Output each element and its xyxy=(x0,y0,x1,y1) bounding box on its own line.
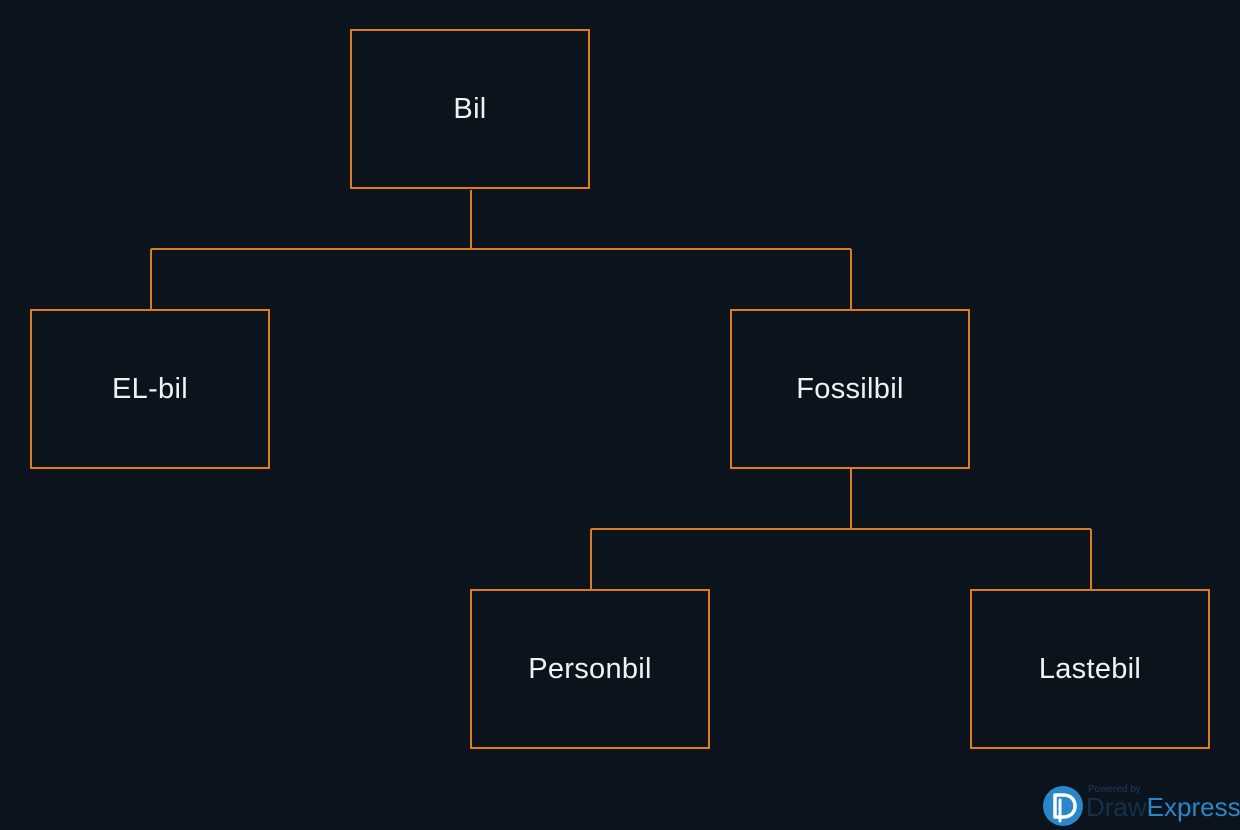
node-bil[interactable]: Bil xyxy=(350,29,590,189)
node-personbil[interactable]: Personbil xyxy=(470,589,710,749)
node-fossilbil[interactable]: Fossilbil xyxy=(730,309,970,469)
drawexpress-watermark: Powered by DrawExpress xyxy=(1042,783,1240,829)
node-label: Bil xyxy=(453,92,487,125)
watermark-powered-by: Powered by xyxy=(1088,784,1141,795)
watermark-brand-draw: Draw xyxy=(1086,792,1147,822)
node-label: Fossilbil xyxy=(796,372,904,405)
node-el-bil[interactable]: EL-bil xyxy=(30,309,270,469)
node-label: Personbil xyxy=(528,652,652,685)
node-label: Lastebil xyxy=(1038,652,1142,685)
drawexpress-logo-icon xyxy=(1043,786,1083,826)
watermark-brand-express: Express xyxy=(1146,792,1240,822)
node-label: EL-bil xyxy=(112,372,188,405)
node-lastebil[interactable]: Lastebil xyxy=(970,589,1210,749)
watermark-brand: DrawExpress xyxy=(1086,792,1240,822)
